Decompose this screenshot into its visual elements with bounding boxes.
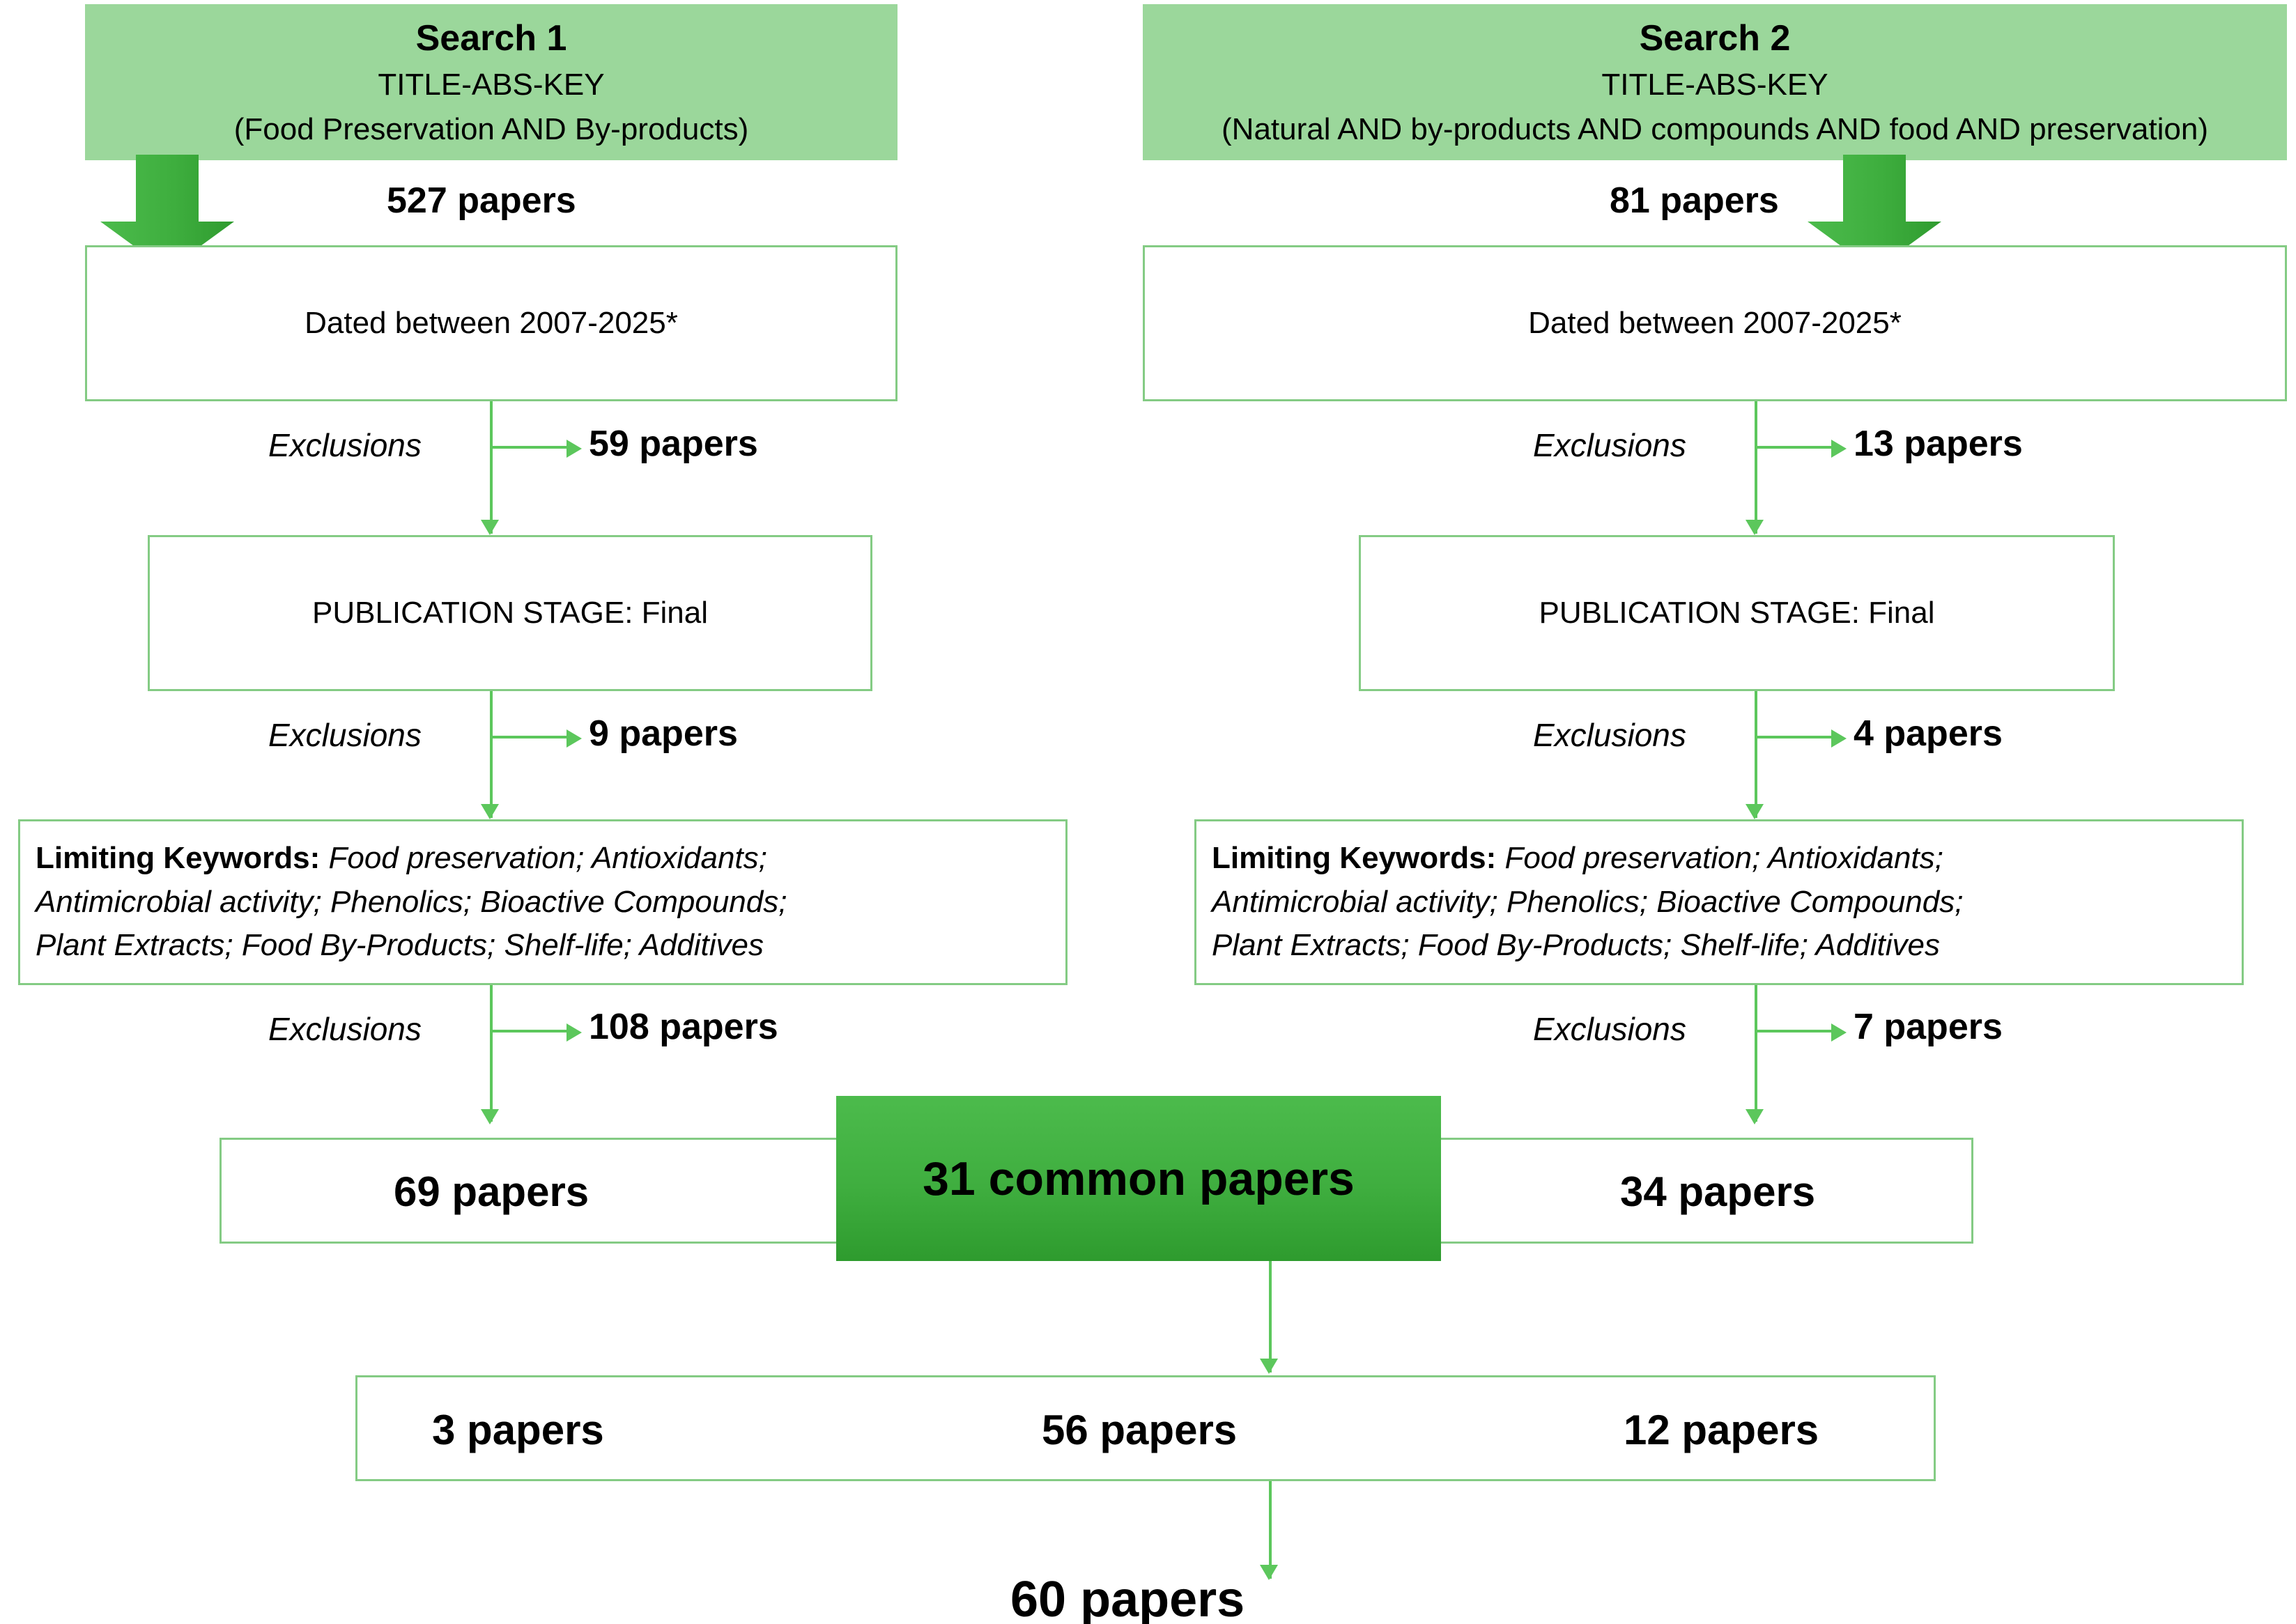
search-2-field: TITLE-ABS-KEY [1601, 68, 1828, 102]
search-1-title: Search 1 [415, 18, 567, 59]
search-1-exclusion-2-arrowhead-icon [567, 729, 582, 748]
search-2-limiting-keywords-box: Limiting Keywords: Food preservation; An… [1194, 819, 2244, 985]
search-2-limiting-keywords-line-1: Food preservation; Antioxidants; [1504, 841, 1943, 876]
search-2-limiting-keywords-text: Limiting Keywords: Food preservation; An… [1212, 837, 1963, 967]
search-2-exclusion-3-arrowhead-icon [1831, 1023, 1847, 1042]
search-1-connector-2 [490, 691, 493, 818]
search-2-exclusion-1-branch [1755, 446, 1833, 449]
merge-row-left-count: 3 papers [432, 1407, 604, 1453]
search-1-exclusion-1-label: Exclusions [268, 427, 422, 463]
search-1-connector-2-arrowhead-icon [481, 804, 499, 819]
search-2-banner: Search 2 TITLE-ABS-KEY (Natural AND by-p… [1143, 4, 2287, 160]
common-to-merge-connector [1269, 1261, 1272, 1372]
search-2-connector-2-arrowhead-icon [1746, 804, 1764, 819]
search-1-connector-3-arrowhead-icon [481, 1109, 499, 1124]
search-1-limiting-keywords-text: Limiting Keywords: Food preservation; An… [36, 837, 787, 967]
search-2-exclusion-3-count: 7 papers [1854, 1007, 2003, 1047]
search-2-exclusion-1-arrowhead-icon [1831, 440, 1847, 458]
search-1-exclusion-2-label: Exclusions [268, 717, 422, 753]
search-1-initial-count: 527 papers [387, 180, 576, 221]
merge-to-final-arrowhead-icon [1260, 1565, 1278, 1580]
search-1-exclusion-3-branch [490, 1030, 568, 1033]
search-2-publication-stage-label: PUBLICATION STAGE: Final [1539, 596, 1935, 630]
search-2-connector-1-arrowhead-icon [1746, 520, 1764, 535]
final-count: 60 papers [1010, 1572, 1245, 1624]
search-1-result-count: 69 papers [394, 1168, 590, 1215]
search-1-exclusion-1-branch [490, 446, 568, 449]
search-1-field: TITLE-ABS-KEY [378, 68, 605, 102]
search-1-limiting-keywords-box: Limiting Keywords: Food preservation; An… [18, 819, 1068, 985]
search-2-connector-2 [1755, 691, 1757, 818]
search-1-exclusion-3-count: 108 papers [589, 1007, 778, 1047]
search-2-exclusion-1-label: Exclusions [1533, 427, 1686, 463]
search-2-connector-1 [1755, 401, 1757, 534]
search-1-exclusion-2-count: 9 papers [589, 713, 738, 754]
search-2-query: (Natural AND by-products AND compounds A… [1222, 111, 2208, 146]
search-1-limiting-keywords-line-1: Food preservation; Antioxidants; [328, 841, 767, 876]
search-1-publication-stage-box: PUBLICATION STAGE: Final [148, 535, 872, 691]
search-2-exclusion-2-count: 4 papers [1854, 713, 2003, 754]
search-1-date-filter-label: Dated between 2007-2025* [305, 306, 678, 340]
search-1-limiting-keywords-line-2: Antimicrobial activity; Phenolics; Bioac… [36, 884, 787, 919]
merge-to-final-connector [1269, 1481, 1272, 1579]
search-1-exclusion-1-count: 59 papers [589, 424, 758, 464]
search-2-exclusion-1-count: 13 papers [1854, 424, 2023, 464]
merge-row-center-count: 56 papers [1042, 1407, 1238, 1453]
search-1-query: (Food Preservation AND By-products) [233, 111, 749, 146]
common-papers-label: 31 common papers [923, 1152, 1355, 1205]
search-2-result-count: 34 papers [1620, 1168, 1816, 1215]
search-2-exclusion-2-arrowhead-icon [1831, 729, 1847, 748]
search-2-exclusion-3-label: Exclusions [1533, 1011, 1686, 1047]
search-1-date-filter-box: Dated between 2007-2025* [85, 245, 897, 401]
search-1-exclusion-2-branch [490, 736, 568, 738]
search-2-limiting-keywords-line-3: Plant Extracts; Food By-Products; Shelf-… [1212, 928, 1941, 963]
merge-row-box [355, 1375, 1936, 1481]
search-2-connector-3-arrowhead-icon [1746, 1109, 1764, 1124]
search-1-connector-3 [490, 985, 493, 1122]
search-1-publication-stage-label: PUBLICATION STAGE: Final [311, 596, 709, 630]
search-2-exclusion-2-label: Exclusions [1533, 717, 1686, 753]
search-1-exclusion-3-arrowhead-icon [567, 1023, 582, 1042]
search-2-connector-3 [1755, 985, 1757, 1122]
search-1-banner: Search 1 TITLE-ABS-KEY (Food Preservatio… [85, 4, 897, 160]
search-1-connector-1-arrowhead-icon [481, 520, 499, 535]
search-1-exclusion-3-label: Exclusions [268, 1011, 422, 1047]
search-1-connector-1 [490, 401, 493, 534]
search-1-limiting-keywords-line-3: Plant Extracts; Food By-Products; Shelf-… [36, 928, 764, 963]
search-2-publication-stage-box: PUBLICATION STAGE: Final [1359, 535, 2115, 691]
search-2-limiting-keywords-heading: Limiting Keywords: [1212, 841, 1497, 876]
common-papers-box: 31 common papers [836, 1096, 1441, 1261]
search-1-exclusion-1-arrowhead-icon [567, 440, 582, 458]
search-2-date-filter-label: Dated between 2007-2025* [1528, 306, 1902, 340]
search-2-initial-count: 81 papers [1610, 180, 1779, 221]
search-2-exclusion-3-branch [1755, 1030, 1833, 1033]
search-2-exclusion-2-branch [1755, 736, 1833, 738]
merge-row-right-count: 12 papers [1624, 1407, 1819, 1453]
search-2-limiting-keywords-line-2: Antimicrobial activity; Phenolics; Bioac… [1212, 884, 1964, 919]
search-1-limiting-keywords-heading: Limiting Keywords: [36, 841, 321, 876]
common-to-merge-arrowhead-icon [1260, 1359, 1278, 1374]
search-2-date-filter-box: Dated between 2007-2025* [1143, 245, 2287, 401]
search-2-title: Search 2 [1639, 18, 1791, 59]
